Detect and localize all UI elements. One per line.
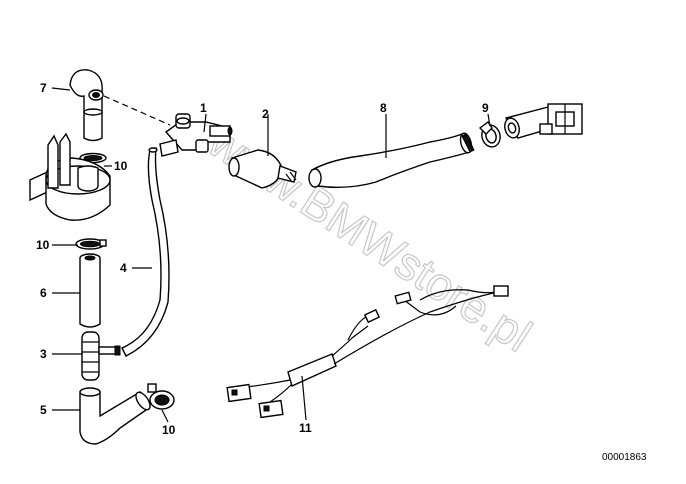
callout-4: 4: [120, 261, 127, 275]
drawing-number: 00001863: [602, 452, 647, 463]
part-10-hose-clamp-middle: [75, 238, 107, 250]
callout-5: 5: [40, 403, 47, 417]
leader-lines: [51, 87, 491, 423]
callout-6: 6: [40, 286, 47, 300]
callout-3: 3: [40, 347, 47, 361]
part-4-vacuum-line: [121, 146, 170, 357]
assembly-line: [103, 95, 171, 126]
part-1-t-valve: [159, 113, 233, 157]
part-3-connector: [81, 331, 121, 381]
part-9-clamp: [478, 120, 501, 148]
part-5-elbow-hose: [79, 387, 151, 445]
vacuum-unit: [29, 132, 111, 221]
callout-10-middle: 10: [36, 238, 50, 252]
callout-11: 11: [299, 421, 312, 435]
part-8-hose: [308, 132, 475, 189]
part-11-wiring-harness: [226, 285, 509, 419]
callout-10-upper: 10: [114, 159, 128, 173]
callout-10-lower: 10: [162, 423, 176, 437]
callout-8: 8: [380, 101, 387, 115]
watermark: www.BMWstore.pl: [199, 114, 541, 361]
part-7-elbow-connector: [69, 69, 104, 142]
callout-labels: 1 2 3 4 5 6 7 8 9 10 10 10 11: [36, 81, 489, 437]
callout-7: 7: [40, 81, 47, 95]
part-2-valve: [228, 149, 297, 189]
callout-9: 9: [482, 101, 489, 115]
callout-1: 1: [200, 101, 207, 115]
part-10-hose-clamp-lower: [147, 383, 175, 410]
part-6-hose: [79, 253, 101, 328]
callout-2: 2: [262, 107, 269, 121]
filter-bracket-assembly: [504, 103, 583, 139]
